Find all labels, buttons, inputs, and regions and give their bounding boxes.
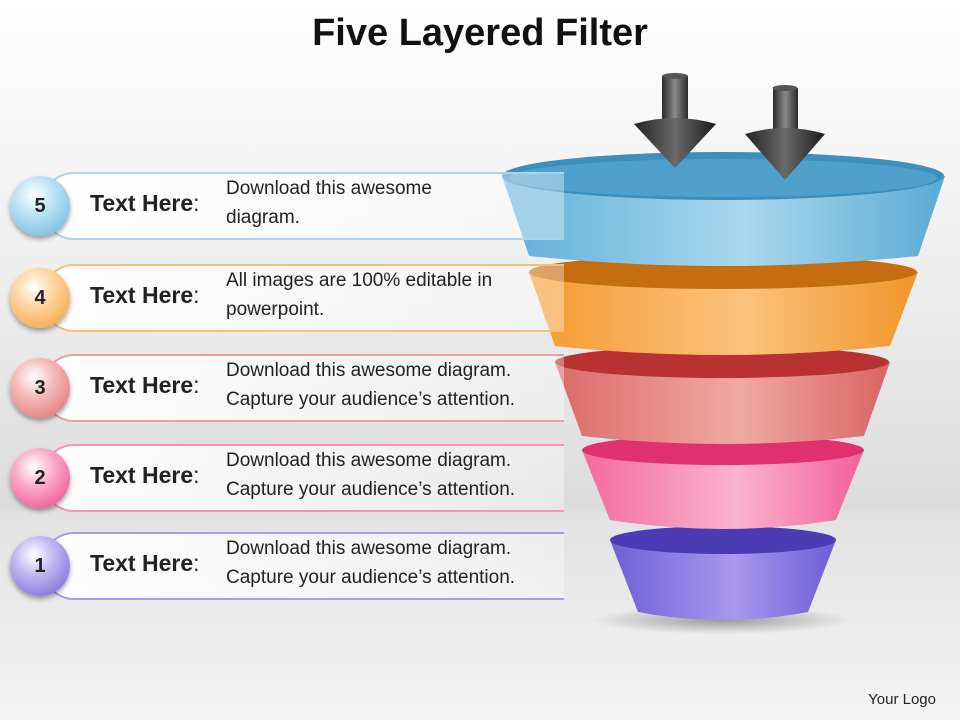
item-description: Download this awesome diagram. [226,178,432,228]
item-label: Text Here: [90,372,200,398]
item-number-badge: 4 [10,268,70,328]
item-bracket [42,264,564,332]
down-arrow-icon [634,73,716,168]
list-item-5: 5 Text Here: Download this awesome diagr… [0,168,600,248]
item-label: Text Here: [90,462,200,488]
item-label: Text Here: [90,190,200,216]
funnel-layer-5 [502,152,945,266]
funnel-layer-2 [582,435,864,529]
down-arrow-icon [745,85,825,180]
item-bracket [42,354,564,422]
item-label: Text Here: [90,282,200,308]
funnel-layer-4 [529,255,918,355]
list-item-4: 4 Text Here: All images are 100% editabl… [0,260,600,340]
item-number-badge: 1 [10,536,70,596]
item-bracket [42,444,564,512]
funnel-layer-1 [610,526,836,620]
page-title: Five Layered Filter [312,12,648,54]
item-bracket [42,532,564,600]
item-bracket [42,172,564,240]
list-item-2: 2 Text Here: Download this awesome diagr… [0,440,600,520]
item-number-badge: 5 [10,176,70,236]
funnel-layer-3 [555,346,890,444]
item-description: Download this awesome diagram. Capture y… [226,538,516,588]
list-item-3: 3 Text Here: Download this awesome diagr… [0,350,600,430]
list-item-1: 1 Text Here: Download this awesome diagr… [0,528,600,608]
item-description: Download this awesome diagram. Capture y… [226,450,516,500]
item-description: All images are 100% editable in powerpoi… [226,270,493,320]
item-label: Text Here: [90,550,200,576]
logo-text: Your Logo [868,691,936,708]
item-description: Download this awesome diagram. Capture y… [226,360,516,410]
item-number-badge: 2 [10,448,70,508]
item-number-badge: 3 [10,358,70,418]
